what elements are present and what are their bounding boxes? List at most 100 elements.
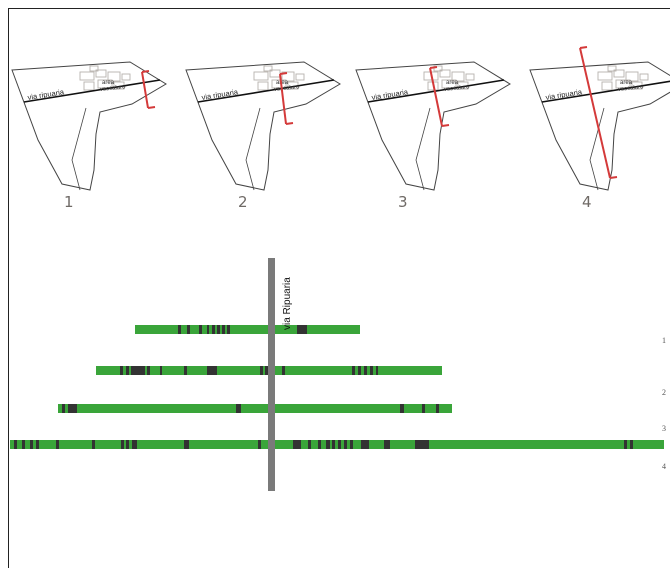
panel-number-1: 1 xyxy=(64,193,74,211)
built-segment xyxy=(297,325,307,334)
site-outline xyxy=(11,61,167,191)
via-ripuaria-axis xyxy=(268,258,275,491)
section-cut-tick xyxy=(285,122,294,125)
section-cut-tick xyxy=(609,176,618,179)
site-outline xyxy=(529,61,670,191)
section-cut-line xyxy=(279,73,287,125)
building-block xyxy=(83,81,95,91)
built-segment xyxy=(126,440,129,449)
built-segment xyxy=(260,366,263,375)
built-segment xyxy=(187,325,190,334)
built-segment xyxy=(384,440,390,449)
site-outline xyxy=(355,61,511,191)
via-ripuaria-road xyxy=(367,79,505,103)
built-segment xyxy=(227,325,230,334)
built-segment xyxy=(326,440,330,449)
via-ripuaria-label: via Ripuaria xyxy=(282,277,293,330)
built-segment xyxy=(422,404,425,413)
built-segment xyxy=(222,325,225,334)
built-segment xyxy=(178,325,181,334)
section-cut-line xyxy=(141,71,149,109)
built-segment xyxy=(199,325,202,334)
built-segment xyxy=(160,366,162,375)
building-block xyxy=(615,79,631,89)
built-segment xyxy=(308,440,311,449)
built-segment xyxy=(415,440,429,449)
building-block xyxy=(597,71,613,81)
built-segment xyxy=(184,440,189,449)
section-row-1 xyxy=(135,325,360,334)
building-block xyxy=(79,71,95,81)
site-internal-boundary xyxy=(71,107,87,191)
building-block xyxy=(465,73,475,81)
built-segment xyxy=(207,366,217,375)
built-segment xyxy=(217,325,220,334)
area-label-2: vaccaluro xyxy=(444,84,471,93)
building-block xyxy=(107,71,121,82)
built-segment xyxy=(258,440,261,449)
section-row-4 xyxy=(10,440,664,449)
green-strip xyxy=(58,404,452,413)
section-cut-line xyxy=(429,67,443,127)
section-cut-line xyxy=(579,47,611,179)
site-internal-boundary xyxy=(415,107,431,191)
via-ripuaria-road xyxy=(541,80,670,103)
row-number-3: 3 xyxy=(662,424,666,433)
built-segment xyxy=(121,440,124,449)
built-segment xyxy=(338,440,341,449)
area-label: area xyxy=(620,80,633,86)
built-segment xyxy=(436,404,439,413)
building-block xyxy=(625,71,639,82)
figure-frame xyxy=(8,8,670,568)
built-segment xyxy=(364,366,367,375)
built-segment xyxy=(282,366,285,375)
built-segment xyxy=(207,325,209,334)
row-number-1: 1 xyxy=(662,336,666,345)
built-segment xyxy=(352,366,355,375)
built-segment xyxy=(14,440,17,449)
building-block xyxy=(257,81,269,91)
built-segment xyxy=(147,366,150,375)
section-cut-tick xyxy=(441,124,450,127)
building-block xyxy=(441,79,457,89)
built-segment xyxy=(361,440,369,449)
via-ripuaria-road xyxy=(23,79,161,103)
built-segment xyxy=(68,404,77,413)
building-block xyxy=(433,65,443,72)
site-outline xyxy=(185,61,341,191)
built-segment xyxy=(265,366,268,375)
section-cut-tick xyxy=(147,106,156,109)
row-number-4: 4 xyxy=(662,462,666,471)
building-block xyxy=(451,71,465,82)
built-segment xyxy=(318,440,321,449)
building-block xyxy=(439,69,451,78)
building-block xyxy=(613,69,625,78)
panel-number-3: 3 xyxy=(398,193,408,211)
building-block xyxy=(95,69,107,78)
built-segment xyxy=(36,440,39,449)
section-cut-tick xyxy=(579,46,588,49)
site-internal-boundary xyxy=(245,107,261,191)
building-block xyxy=(89,65,99,72)
building-block xyxy=(121,73,131,81)
built-segment xyxy=(236,404,241,413)
building-block xyxy=(601,81,613,91)
site-internal-boundary xyxy=(589,107,605,191)
area-label-2: vaccaluro xyxy=(618,84,645,93)
built-segment xyxy=(131,366,145,375)
panel-number-4: 4 xyxy=(582,193,592,211)
panel-number-2: 2 xyxy=(238,193,248,211)
area-label-2: vaccaluro xyxy=(274,84,301,93)
built-segment xyxy=(22,440,25,449)
building-block xyxy=(271,79,287,89)
row-number-2: 2 xyxy=(662,388,666,397)
section-cut-tick xyxy=(429,66,438,69)
area-label: area xyxy=(446,80,459,86)
built-segment xyxy=(344,440,347,449)
building-block xyxy=(281,71,295,82)
built-segment xyxy=(120,366,123,375)
area-label: area xyxy=(102,80,115,86)
built-segment xyxy=(350,440,353,449)
built-segment xyxy=(56,440,59,449)
